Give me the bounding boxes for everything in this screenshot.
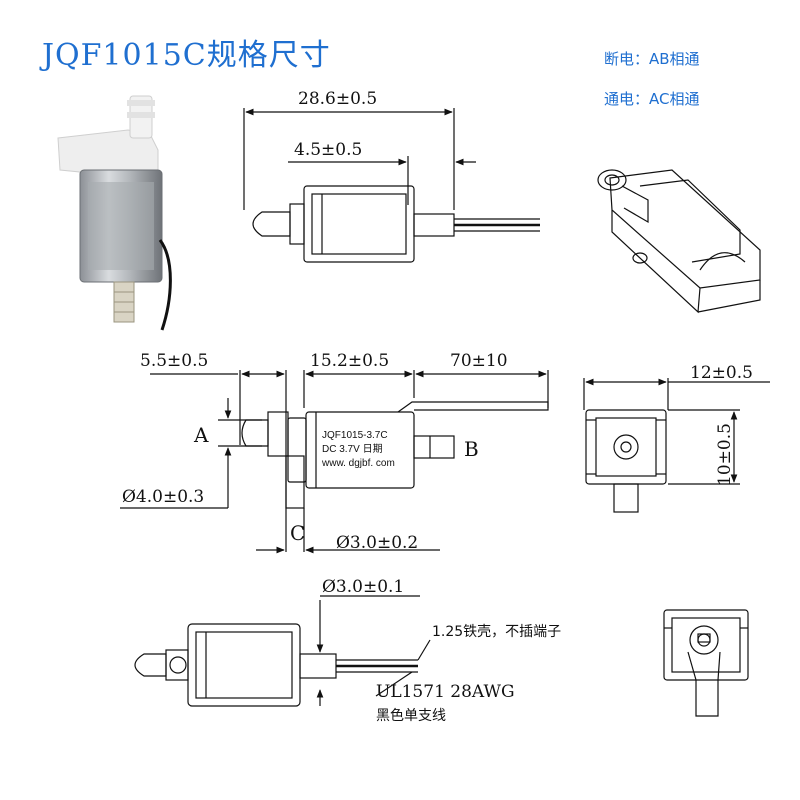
- body-print-website: www. dgjbf. com: [321, 458, 395, 469]
- bottom-view: [134, 595, 431, 707]
- port-label-a: A: [193, 423, 209, 447]
- top-view: [243, 108, 540, 263]
- dim-left-port-length: 5.5±0.5: [140, 351, 208, 371]
- dim-total-length: 28.6±0.5: [298, 89, 377, 109]
- body-print-model: JQF1015-3.7C: [322, 430, 388, 441]
- wire-note-cable: UL1571 28AWG: [376, 682, 515, 702]
- note-power-off: 断电：AB相通: [604, 50, 700, 68]
- port-label-b: B: [464, 437, 479, 461]
- wire-note-color: 黑色单支线: [376, 707, 446, 724]
- wire-note-terminal: 1.25铁壳，不插端子: [432, 623, 561, 640]
- front-view: [120, 370, 549, 554]
- dim-port-a-diameter: Ø4.0±0.3: [122, 487, 204, 507]
- dim-height: 10±0.5: [715, 423, 735, 486]
- dim-wire-length: 70±10: [450, 351, 508, 371]
- page-title: JQF1015C规格尺寸: [42, 38, 331, 73]
- dim-port-c-diameter: Ø3.0±0.2: [336, 533, 418, 553]
- dim-body-length: 15.2±0.5: [310, 351, 389, 371]
- body-print-voltage: DC 3.7V 日期: [322, 443, 383, 455]
- side-view: [583, 378, 770, 513]
- dim-nozzle-length: 4.5±0.5: [294, 140, 362, 160]
- note-power-on: 通电：AC相通: [604, 90, 700, 108]
- product-photo: [57, 95, 172, 331]
- dim-width: 12±0.5: [690, 363, 753, 383]
- isometric-view: [597, 169, 761, 314]
- dim-nozzle-diameter: Ø3.0±0.1: [322, 577, 404, 597]
- port-label-c: C: [290, 521, 305, 545]
- end-view: [663, 609, 749, 717]
